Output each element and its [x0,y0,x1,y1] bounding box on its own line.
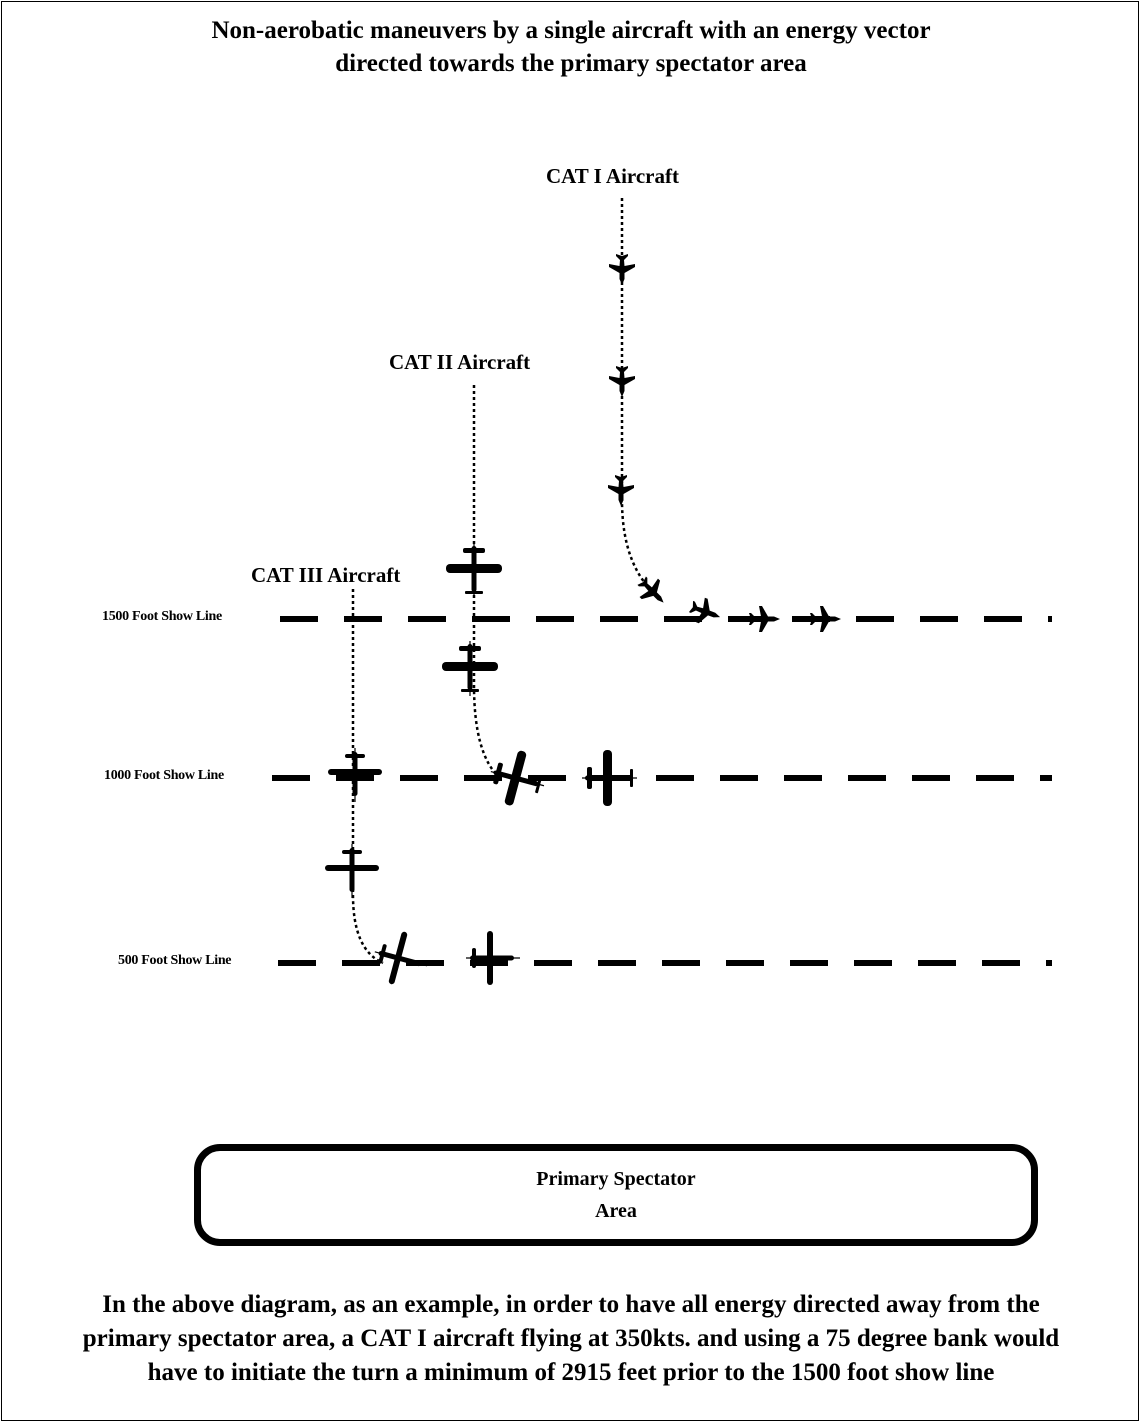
primary-spectator-area: Primary Spectator Area [194,1144,1038,1246]
cat1-jet-icon [632,571,673,612]
cat3-plane-icon [324,843,380,899]
caption-line-2: primary spectator area, a CAT I aircraft… [82,1325,1060,1352]
caption-line-3: have to initiate the turn a minimum of 2… [147,1359,995,1386]
caption-line-1: In the above diagram, as an example, in … [102,1291,1040,1318]
cat1-flight-path [620,198,663,601]
cat1-label: CAT I Aircraft [546,164,679,188]
spectator-label-line-2: Area [595,1200,637,1222]
cat3-plane-icon [465,930,521,986]
cat1-jet-icon [608,475,634,506]
cat2-turboprop-icon [581,749,638,807]
spectator-label-line-1: Primary Spectator [536,1168,696,1190]
cat1-jet-icon [749,606,780,632]
title-line-2: directed towards the primary spectator a… [335,50,807,77]
cat1-jet-icon [686,594,725,630]
show-line-1000-label: 1000 Foot Show Line [104,768,224,783]
diagram-caption: In the above diagram, as an example, in … [0,1288,1142,1390]
cat1-jet-icon [609,254,635,285]
cat3-label: CAT III Aircraft [251,563,401,587]
cat2-turboprop-icon [441,640,499,697]
show-line-1500-label: 1500 Foot Show Line [102,609,222,624]
cat2-flight-path [472,385,501,779]
cat3-plane-icon [327,747,383,803]
cat3-flight-path [351,589,384,965]
title-line-1: Non-aerobatic maneuvers by a single airc… [211,17,931,44]
show-line-500-label: 500 Foot Show Line [118,953,232,968]
cat1-jet-icon [810,606,841,632]
cat1-jet-icon [609,366,635,397]
cat3-plane-icon [367,925,435,993]
cat2-label: CAT II Aircraft [389,350,531,374]
cat2-turboprop-icon [445,542,503,599]
diagram-title: Non-aerobatic maneuvers by a single airc… [0,14,1142,80]
